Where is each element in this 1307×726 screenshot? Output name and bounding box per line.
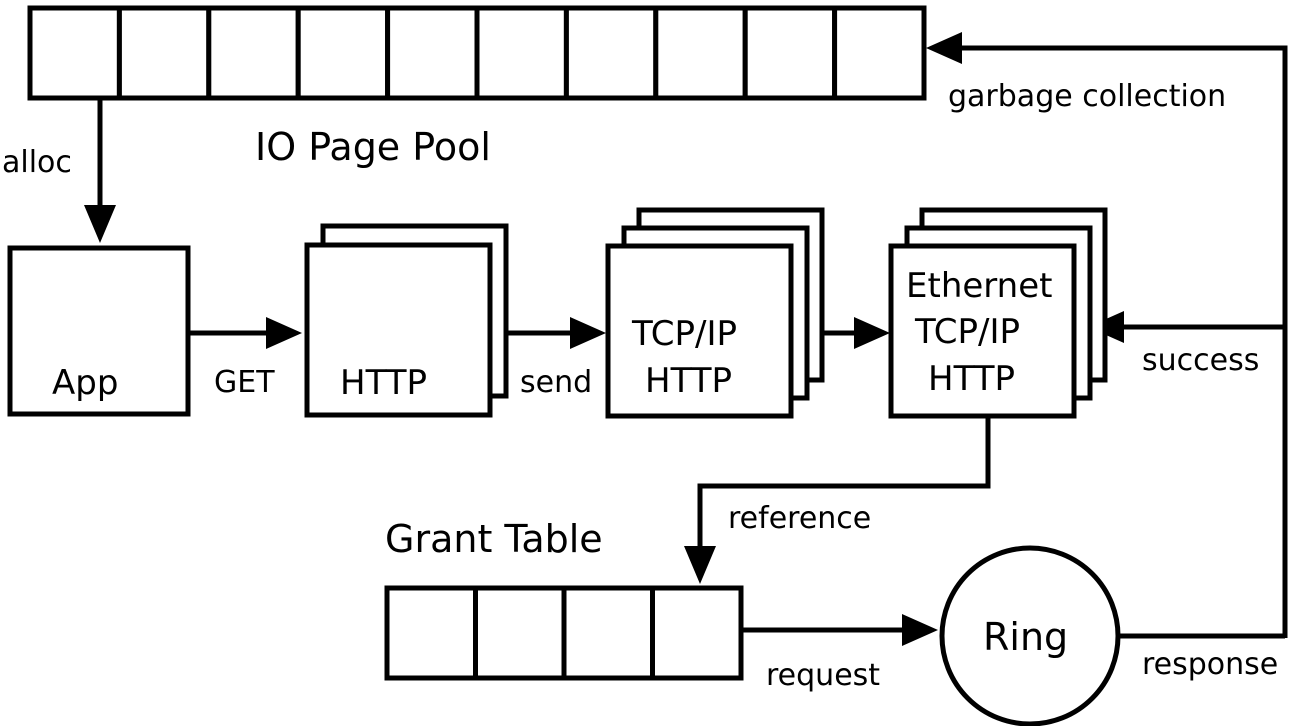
io-page-pool-slot [116,5,212,101]
io-page-pool-slot [653,5,748,101]
ethernet-label-line1: Ethernet [906,266,1052,306]
reference-label: reference [728,501,871,536]
ethernet-label-line2: TCP/IP [914,312,1020,352]
grant-table-slot [473,585,567,681]
reference-arrowhead [684,546,716,584]
send-label: send [520,365,592,400]
send-arrowhead [570,317,606,349]
grant-table-slot [384,585,478,681]
ethernet-stack [888,207,1108,419]
io-page-pool-slot [295,5,391,101]
get-arrowhead [266,317,302,349]
alloc-arrowhead [84,205,116,243]
io-page-pool [27,5,927,101]
io-page-pool-slot [206,5,301,101]
response-label: response [1142,647,1278,682]
http-stack [304,223,509,418]
io-page-pool-slot [563,5,659,101]
tcpip-label-line2: HTTP [645,361,732,401]
grant-table-title: Grant Table [385,517,603,561]
garbage-collection-line [960,45,1288,638]
io-page-pool-title: IO Page Pool [255,125,491,169]
io-page-pool-slot [474,5,569,101]
io-page-pool-slot [742,5,838,101]
app-box [7,245,191,417]
reference-line [697,416,991,548]
get-label: GET [214,365,275,400]
request-arrowhead [902,614,938,646]
success-label: success [1142,343,1259,378]
ring-label: Ring [983,615,1068,659]
grant-table-slot [650,585,744,681]
app-label: App [52,363,118,403]
tcpip-to-ethernet-arrowhead [854,317,890,349]
request-label: request [766,658,880,693]
io-page-pool-slot [385,5,480,101]
io-page-pool-slot [27,5,122,101]
alloc-label: alloc [2,145,72,180]
tcpip-label-line1: TCP/IP [631,314,737,354]
garbage-collection-arrowhead [926,32,962,64]
io-page-pool-slot [832,5,927,101]
tcpip-stack [605,207,825,419]
grant-table-slot [561,585,655,681]
http-label: HTTP [340,363,427,403]
grant-table [384,585,744,681]
ethernet-label-line3: HTTP [928,359,1015,399]
garbage-collection-label: garbage collection [948,79,1226,114]
